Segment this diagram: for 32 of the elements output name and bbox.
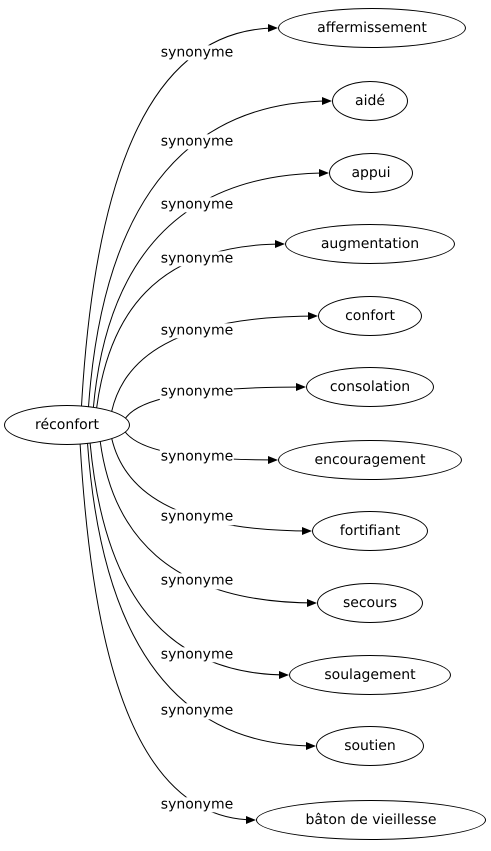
- edge-label: synonyme: [160, 384, 234, 400]
- node-label: soulagement: [324, 667, 416, 683]
- edge-label: synonyme: [160, 197, 234, 213]
- node-label: affermissement: [317, 20, 427, 36]
- node-label: confort: [345, 308, 395, 324]
- node-label: consolation: [330, 379, 410, 395]
- node-label: réconfort: [35, 417, 99, 433]
- edge-label: synonyme: [160, 45, 234, 61]
- node-ellipse: [4, 405, 130, 445]
- arrow: [88, 98, 332, 408]
- node-label: bâton de vieillesse: [305, 812, 437, 828]
- arrow: [80, 444, 256, 823]
- node-label: fortifiant: [340, 523, 400, 539]
- arrow: [92, 170, 329, 408]
- node-label: augmentation: [320, 236, 420, 252]
- edge-label: synonyme: [160, 448, 234, 464]
- edge-label: synonyme: [160, 134, 234, 150]
- node-label: aidé: [355, 93, 385, 109]
- edge-label: synonyme: [160, 647, 234, 663]
- node-label: secours: [342, 595, 398, 611]
- node-label: encouragement: [314, 452, 426, 468]
- edge-label: synonyme: [160, 796, 234, 812]
- node-label: appui: [351, 165, 391, 181]
- edge-label: synonyme: [160, 574, 234, 590]
- edge-label: synonyme: [160, 704, 234, 720]
- edge-label: synonyme: [160, 323, 234, 338]
- node-label: soutien: [344, 738, 396, 754]
- arrow: [81, 24, 278, 406]
- edge-label: synonyme: [160, 250, 234, 266]
- arrow: [90, 442, 289, 678]
- edge-label: synonyme: [160, 510, 234, 526]
- arrow: [87, 442, 316, 750]
